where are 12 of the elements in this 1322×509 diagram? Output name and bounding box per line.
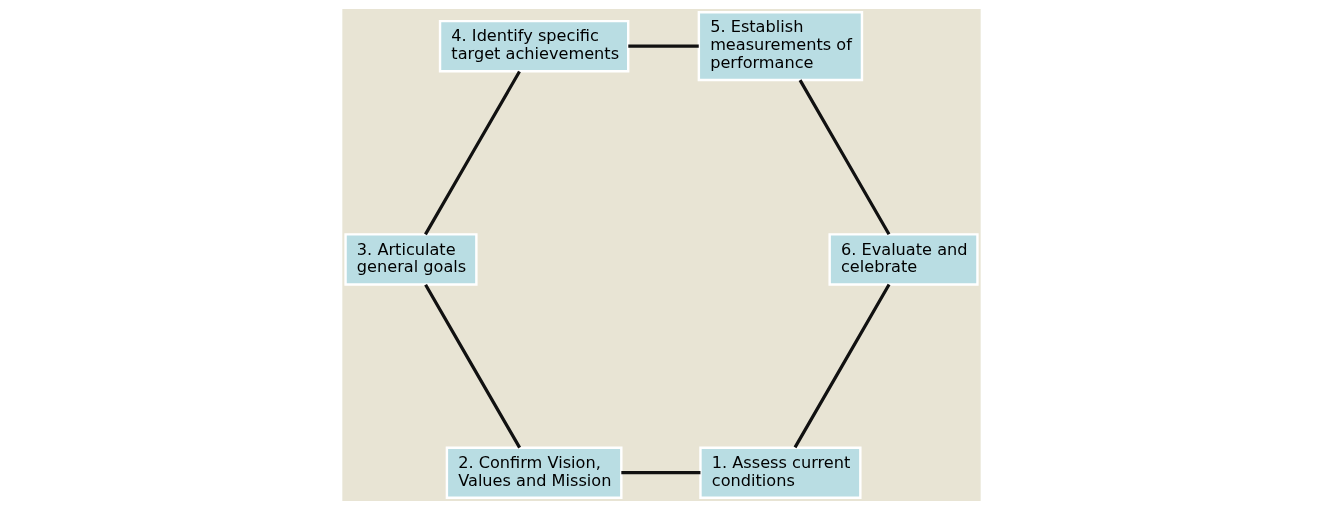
node-box: 6. Evaluate and celebrate (827, 232, 979, 286)
connector (627, 44, 699, 48)
node-box: 3. Articulate general goals (343, 232, 478, 286)
node-box: 1. Assess current conditions (698, 446, 862, 499)
connector (423, 70, 521, 235)
node-box: 4. Identify specific target achievements (438, 19, 629, 72)
connector (423, 283, 521, 448)
connector (620, 470, 700, 474)
connector (798, 78, 890, 235)
node-box: 2. Confirm Vision, Values and Mission (445, 446, 623, 499)
node-box: 5. Establish measurements of performance (697, 10, 863, 81)
connector (793, 283, 890, 448)
